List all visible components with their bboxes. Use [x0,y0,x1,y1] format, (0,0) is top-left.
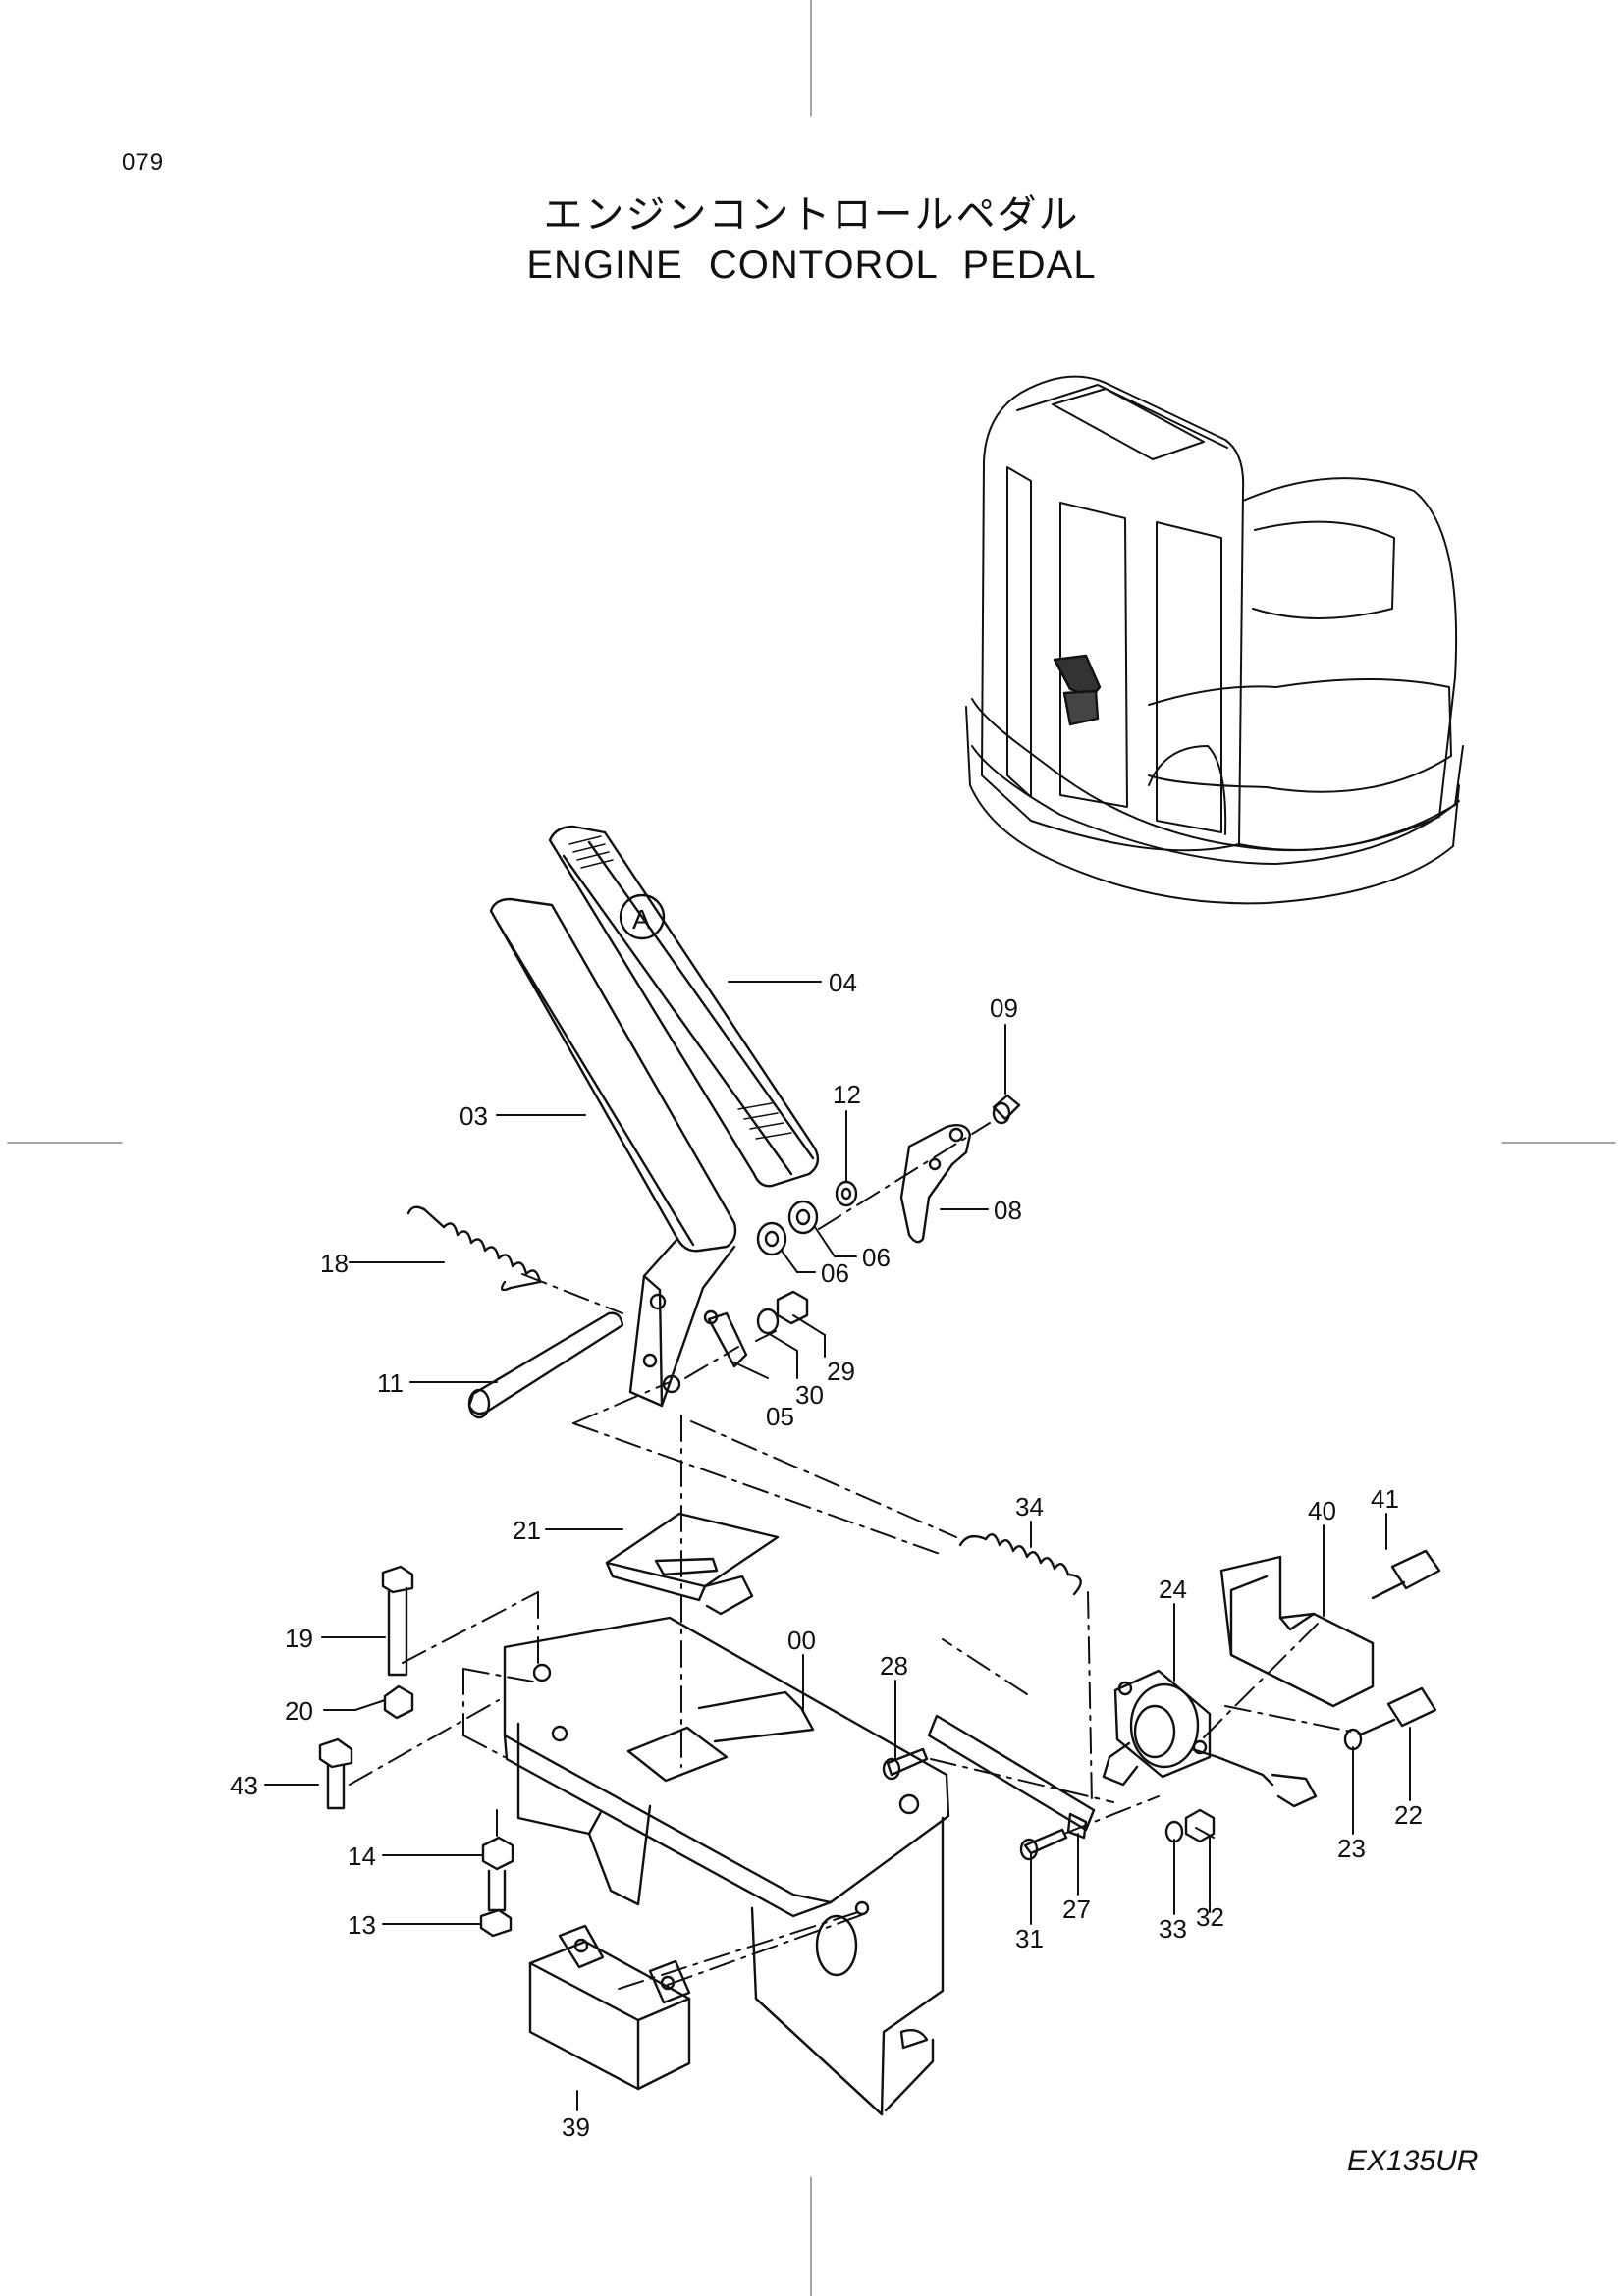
callout-22: 22 [1394,1800,1423,1830]
spring-18 [406,1205,542,1292]
callout-32: 32 [1196,1902,1224,1932]
washer-30 [756,1308,780,1335]
excavator-overview-illustration [965,375,1464,905]
nut-14 [481,1836,514,1871]
callout-34: 34 [1015,1492,1044,1522]
page-title-japanese: エンジンコントロールペダル [543,192,1080,238]
nut-32 [1184,1808,1216,1843]
callout-00: 00 [787,1626,816,1655]
part-callouts: 04 09 12 03 08 06 06 18 11 29 30 05 34 2… [230,968,1423,2142]
callout-05: 05 [766,1402,794,1431]
page-number: 079 [122,149,165,176]
block-39 [528,1924,691,2091]
callout-06-lower: 06 [821,1258,849,1288]
callout-08: 08 [994,1196,1022,1225]
callout-11: 11 [377,1368,404,1398]
callout-18: 18 [320,1249,349,1278]
callout-06-upper: 06 [862,1243,891,1272]
bolt-41 [1371,1549,1441,1600]
callout-29: 29 [827,1357,855,1386]
callout-20: 20 [285,1696,313,1726]
callout-41: 41 [1371,1484,1399,1514]
callout-27: 27 [1062,1895,1091,1924]
callout-09: 09 [990,993,1018,1023]
callout-03: 03 [460,1101,488,1131]
callout-30: 30 [795,1380,824,1410]
callout-40: 40 [1308,1496,1336,1525]
bolt-43 [318,1737,353,1810]
callout-23: 23 [1337,1834,1366,1863]
callout-21: 21 [513,1516,541,1545]
cover-40 [1219,1555,1375,1708]
svg-text:A: A [632,904,651,934]
leader-lines [264,981,1411,2111]
pad-21 [605,1512,780,1616]
plate-27 [927,1714,1096,1840]
callout-39: 39 [562,2112,590,2142]
bolt-31 [1019,1828,1068,1861]
potentiometer-24 [1102,1669,1318,1808]
nut-29 [776,1290,809,1325]
bolt-19 [381,1565,414,1677]
callout-43: 43 [230,1771,258,1800]
callout-31: 31 [1015,1924,1044,1953]
bolt-28 [882,1747,929,1781]
bushing-06b [756,1221,787,1256]
nut-20 [383,1684,414,1720]
grease-fitting-05 [703,1309,748,1368]
washer-12 [835,1180,858,1207]
callout-19: 19 [285,1624,313,1653]
spring-34 [958,1533,1082,1596]
bolt-13 [479,1869,513,1938]
bracket-00 [503,1616,950,2116]
bushing-06a [787,1200,819,1235]
pedal-04: A [548,825,820,1188]
callout-33: 33 [1159,1914,1187,1944]
page-title-english: ENGINE CONTOROL PEDAL [526,243,1097,287]
callout-14: 14 [348,1842,376,1871]
lever-08 [899,1124,972,1244]
collar-09 [992,1094,1021,1125]
callout-04: 04 [829,968,857,997]
callout-28: 28 [880,1651,908,1681]
callout-12: 12 [833,1080,861,1109]
bolt-22 [1361,1686,1437,1735]
pedal-arm-03 [489,897,737,1408]
assembly-lines [349,1122,1362,1992]
model-code: EX135UR [1347,2145,1479,2177]
registration-marks [7,0,1616,2296]
callout-13: 13 [348,1910,376,1940]
pin-11 [467,1311,624,1419]
callout-24: 24 [1159,1575,1187,1604]
